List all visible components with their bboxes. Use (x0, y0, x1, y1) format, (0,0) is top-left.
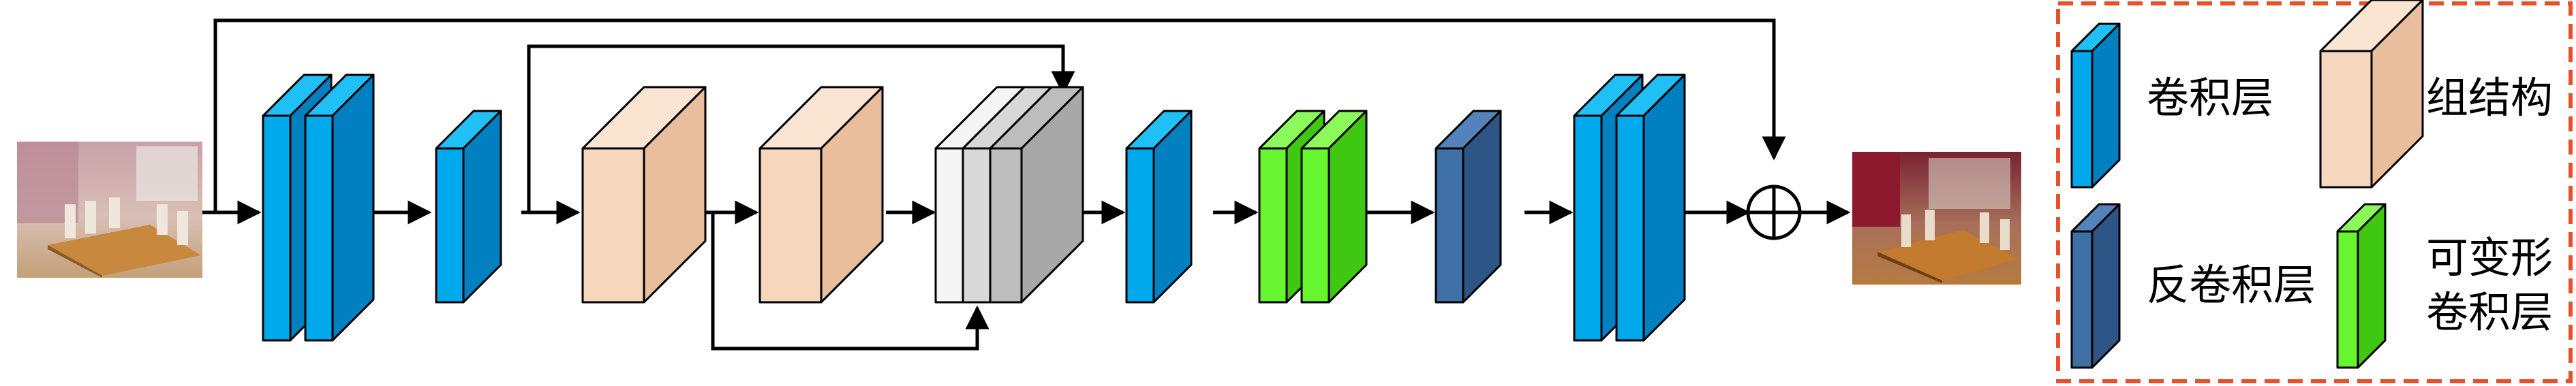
skip-connection-to-concat-bottom (711, 212, 990, 351)
legend-swatch-deconv (2070, 203, 2121, 369)
conv-layer-3 (1125, 110, 1193, 304)
legend-swatch-group (2319, 0, 2424, 189)
legend-label-deconv: 反卷积层 (2147, 260, 2316, 310)
output-photo-icon (1852, 152, 2021, 285)
legend-label-deform-line2: 卷积层 (2426, 287, 2553, 337)
legend-label-conv: 卷积层 (2147, 73, 2273, 123)
global-skip-connection (213, 18, 1786, 212)
conv-layer-4b (1615, 74, 1686, 342)
legend-swatches (2070, 0, 2424, 369)
conv-layer-1b (304, 74, 375, 342)
legend-swatch-deform (2336, 203, 2387, 369)
circle-plus-icon (1746, 184, 1802, 240)
deconv-layer (1435, 110, 1502, 304)
concat-slice-3 (989, 86, 1084, 304)
legend-label-group: 组结构 (2426, 73, 2553, 123)
group-block-2 (758, 86, 884, 304)
conv-layer-2 (435, 110, 502, 304)
legend-box (2056, 1, 2573, 383)
group-block-1 (581, 86, 707, 304)
skip-connection-to-concat-top (527, 44, 1075, 212)
input-photo-icon (17, 142, 202, 278)
legend-swatch-conv (2070, 22, 2121, 189)
legend-label-deform-line1: 可变形 (2426, 233, 2553, 283)
deform-conv-layer-b (1300, 110, 1368, 304)
layer-stack (262, 74, 1686, 342)
